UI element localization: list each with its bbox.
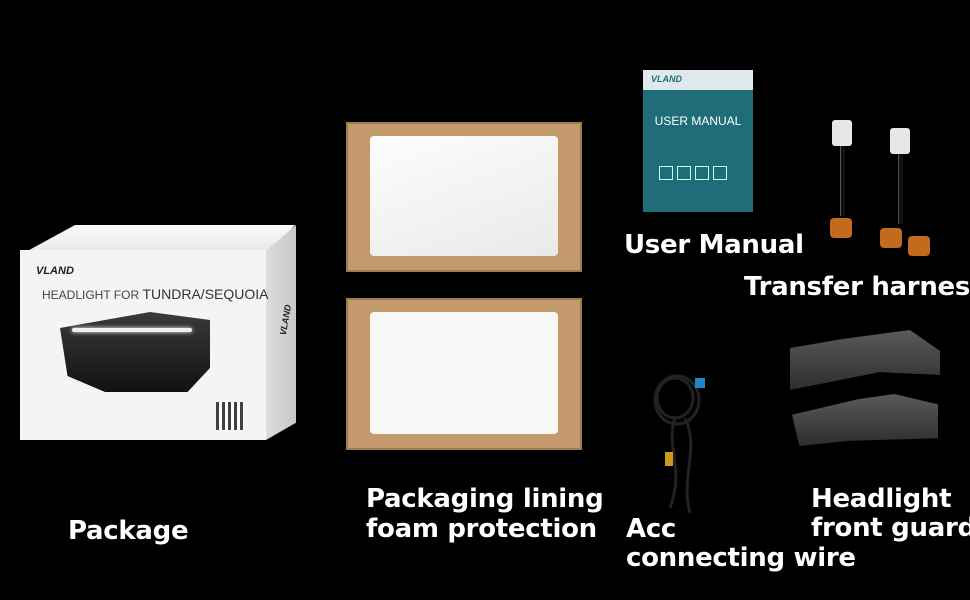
caption-lining-line1: Packaging lining [366,484,604,514]
box-title-model: TUNDRA/SEQUOIA [142,286,269,302]
caption-package: Package [68,516,189,546]
box-title: HEADLIGHT FOR TUNDRA/SEQUOIA [42,286,268,302]
caption-guard-line2: front guard [811,513,970,543]
foam-tray-top [346,122,582,272]
info-icon [659,166,673,180]
headlight-image [60,312,210,392]
front-guard-lower [792,394,938,446]
caption-acc-line2: connecting wire [626,543,856,573]
package-box-side: VLAND [266,225,296,440]
caption-lining-line2: foam protection [366,514,597,544]
transfer-harness-image [820,118,940,278]
caption-guard-line1: Headlight [811,484,952,514]
tool-icon [695,166,709,180]
manual-cover-title: USER MANUAL [654,114,742,128]
acc-wire-image [653,374,705,514]
manual-brand-logo: VLAND [651,74,682,84]
package-box: VLAND HEADLIGHT FOR TUNDRA/SEQUOIA [20,250,268,440]
user-manual-booklet: VLAND USER MANUAL [643,70,753,212]
box-side-brand: VLAND [277,303,294,337]
box-title-prefix: HEADLIGHT FOR [42,288,140,302]
caption-transfer-harness: Transfer harness [744,272,970,302]
box-brand-logo: VLAND [36,265,74,277]
qr-code-icon [216,402,244,430]
manual-icons [659,166,727,180]
foam-tray-bottom [346,298,582,450]
phone-icon [713,166,727,180]
front-guard-upper [790,330,940,390]
cup-icon [677,166,691,180]
headlight-led-strip [72,328,192,332]
caption-user-manual: User Manual [624,230,804,260]
caption-acc-line1: Acc [626,514,677,544]
